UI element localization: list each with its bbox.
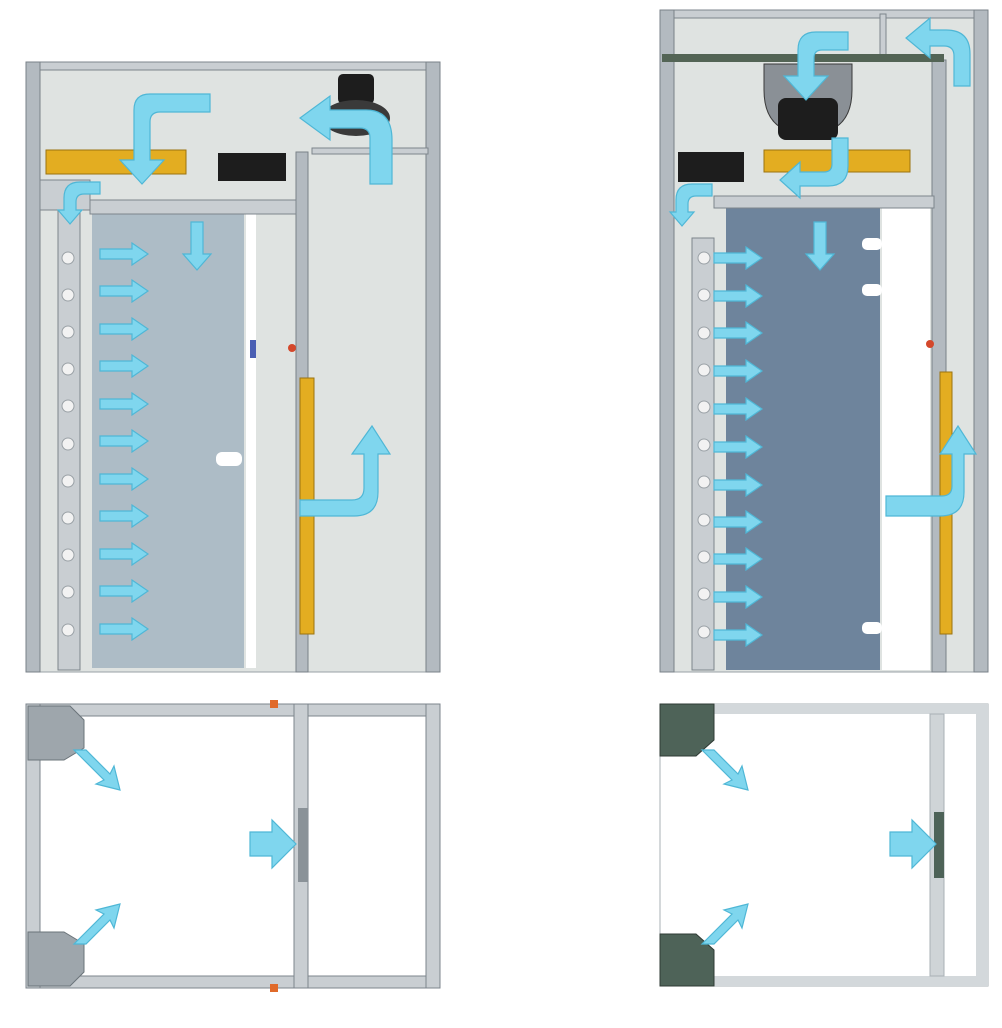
cabinet-left-top [25,700,441,992]
cabinet-right-front [659,9,989,673]
cooling-unit-icon [763,63,853,140]
cabinet-left-front [25,61,441,673]
cabinet-right-top [659,703,989,987]
filter-icon [45,149,187,175]
